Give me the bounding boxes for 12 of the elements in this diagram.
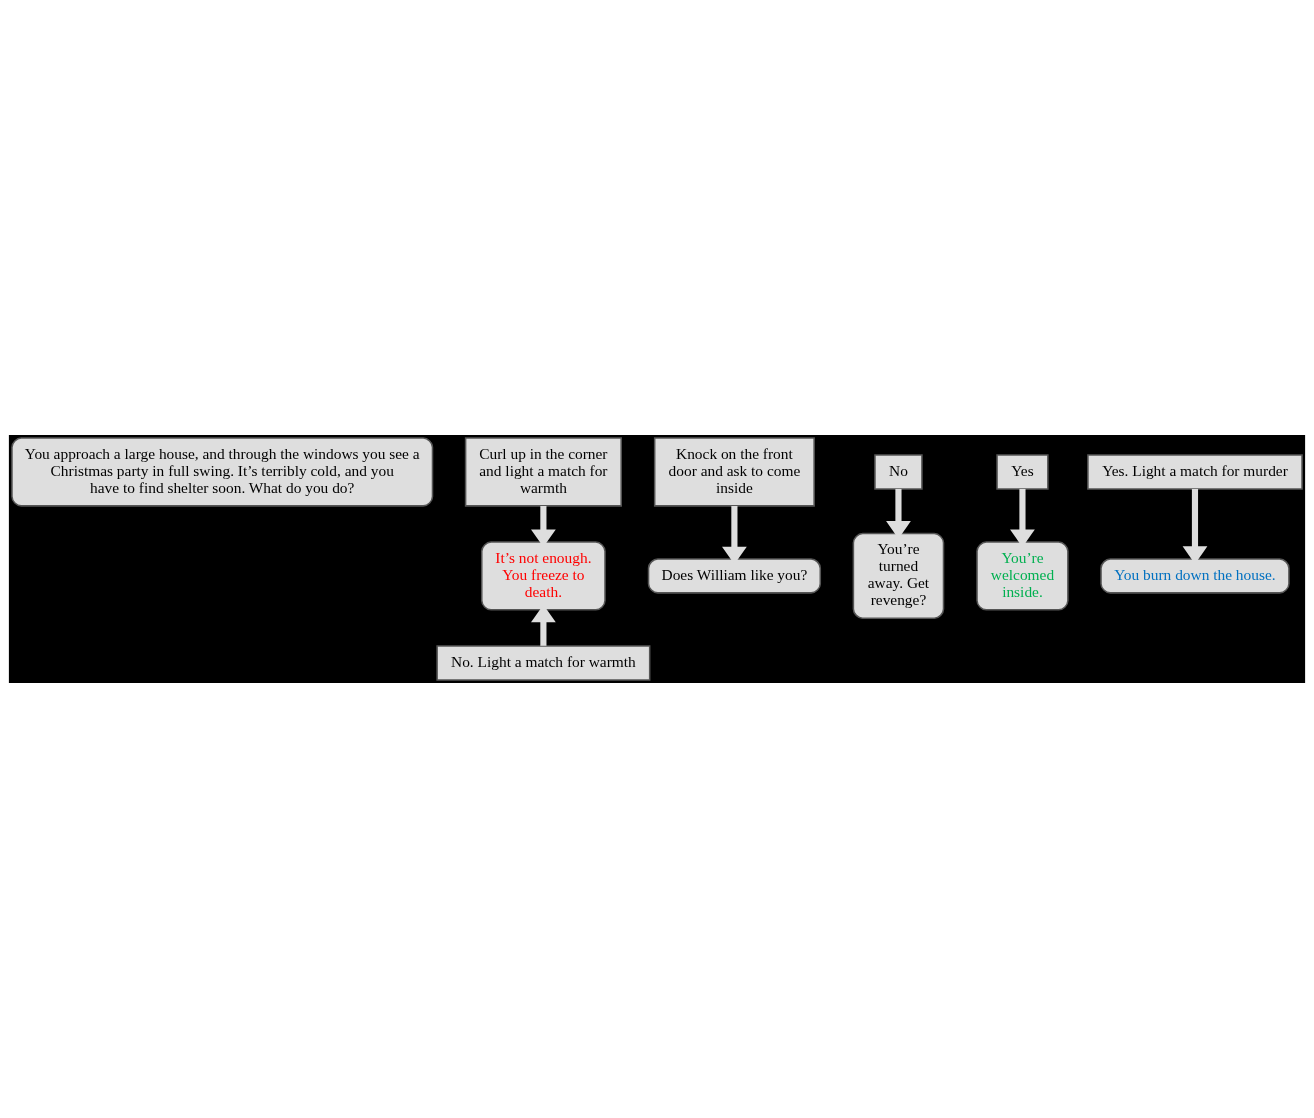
node-box: You burn down the house. [1100,558,1290,594]
node-box: No. Light a match for warmth [436,645,651,681]
node-box: You approach a large house, and through the windows you see a Christmas party in full swing. It’s terribly cold, and you have to find shelter soon. What do you do? [11,437,434,507]
node-box: You’re welcomed inside. [976,541,1069,611]
node-box: Curl up in the corner and light a match for warmth [464,437,622,507]
node-box: Yes. Light a match for murder [1087,454,1303,490]
node-box: It’s not enough. You freeze to death. [481,541,606,611]
node-box: You’re turned away. Get revenge? [852,532,945,620]
node-box: No [874,454,923,490]
node-box: Does William like you? [647,558,822,594]
node-box: Knock on the front door and ask to come inside [653,437,815,507]
node-box: Yes [996,454,1049,490]
